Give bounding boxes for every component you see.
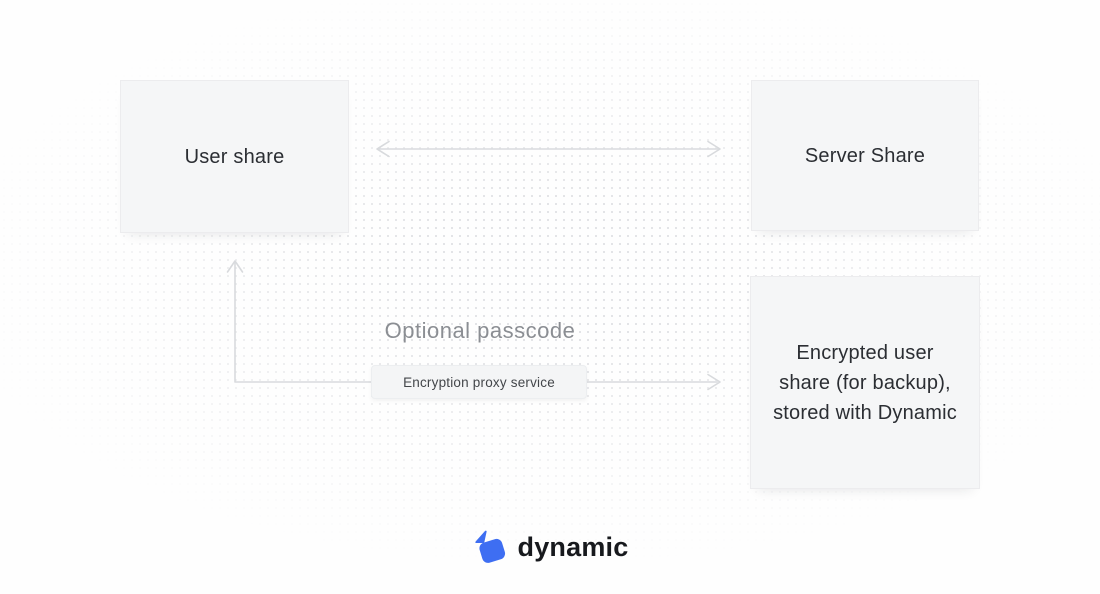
dynamic-logo-icon bbox=[474, 530, 505, 563]
brand-name: dynamic bbox=[517, 531, 629, 562]
node-server-share-label: Server Share bbox=[804, 144, 926, 167]
brand-footer: dynamic bbox=[0, 524, 1100, 570]
node-user-share-label: User share bbox=[184, 145, 285, 168]
optional-passcode-label: Optional passcode bbox=[384, 318, 576, 343]
encryption-proxy-service-chip: Encryption proxy service bbox=[371, 365, 587, 399]
encryption-proxy-service-label: Encryption proxy service bbox=[403, 374, 555, 390]
node-user-share: User share bbox=[120, 80, 349, 233]
node-encrypted-user-share-label: Encrypted user share (for backup), store… bbox=[773, 341, 957, 424]
node-server-share: Server Share bbox=[751, 80, 979, 231]
node-encrypted-user-share: Encrypted user share (for backup), store… bbox=[750, 276, 980, 489]
